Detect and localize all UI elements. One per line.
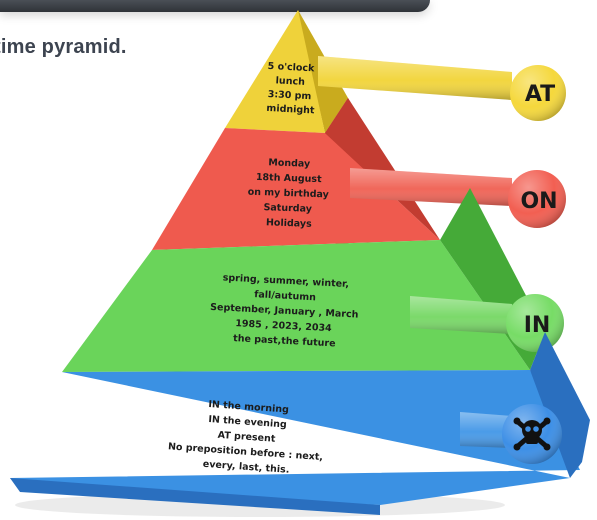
- level-on-badge-label: ON: [520, 189, 557, 214]
- level-at-line: lunch: [275, 75, 305, 88]
- level-at-badge-label: AT: [525, 82, 555, 107]
- svg-text:Monday 18th August: Monday 18th August on my birthday Saturd…: [246, 157, 333, 231]
- level-on-line: on my birthday: [247, 187, 329, 201]
- level-at-front: [225, 10, 325, 133]
- level-on-front: [152, 128, 440, 250]
- top-banner-bar: [0, 0, 430, 12]
- level-in-line: fall/autumn: [254, 289, 316, 303]
- level-base-line: AT present: [217, 430, 276, 445]
- level-in-line: 1985 , 2023, 2034: [235, 318, 332, 334]
- level-in-line: the past,the future: [233, 333, 336, 349]
- level-no-preposition: IN the morning IN the evening AT present…: [10, 332, 590, 515]
- level-on-line: Holidays: [266, 217, 312, 230]
- level-on: Monday 18th August on my birthday Saturd…: [152, 98, 566, 250]
- level-base-front: [10, 370, 580, 505]
- level-at-line: 3:30 pm: [267, 89, 311, 102]
- level-on-line: Monday: [268, 157, 311, 169]
- level-at-line: midnight: [266, 103, 315, 117]
- level-on-line: 18th August: [256, 172, 323, 185]
- level-base-line: every, last, this.: [202, 459, 289, 476]
- level-base-side: [530, 332, 590, 478]
- level-in-badge-label: IN: [524, 313, 551, 338]
- level-in: spring, summer, winter, fall/autumn Sept…: [62, 188, 564, 372]
- level-in-front: [62, 240, 530, 372]
- skull-crossbones-icon: [513, 417, 551, 451]
- svg-text:5 o'clock lunch 3:: 5 o'clock lunch 3:30 pm midnight: [265, 61, 318, 117]
- level-at: 5 o'clock lunch 3:30 pm midnight AT: [225, 10, 566, 133]
- level-on-line: Saturday: [263, 202, 313, 215]
- pyramid-caption: time pyramid.: [0, 36, 127, 58]
- level-at-line: 5 o'clock: [267, 61, 315, 74]
- level-base-line: No preposition before : next,: [168, 441, 324, 463]
- level-base-line: IN the evening: [208, 414, 287, 430]
